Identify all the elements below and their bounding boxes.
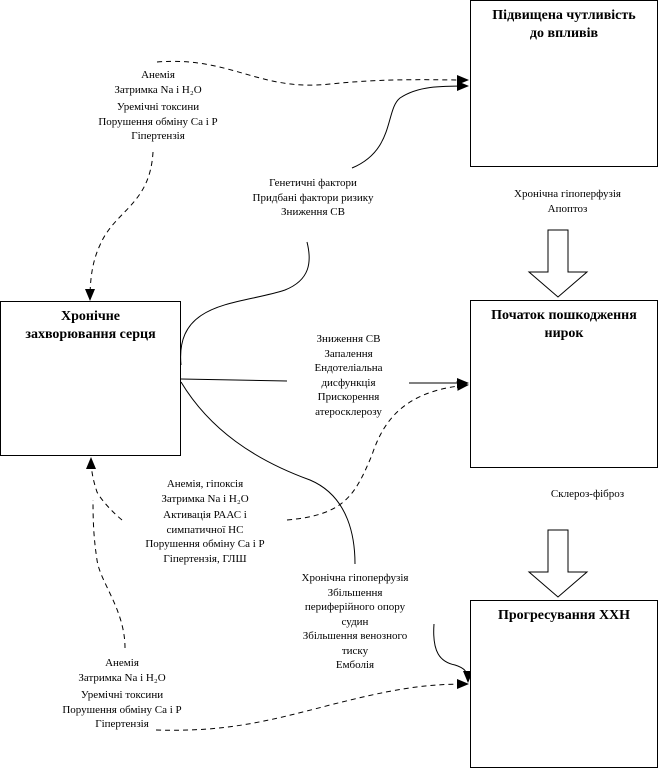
label-top-left-line-4: Порушення обміну Ca і P: [98, 115, 218, 128]
connector-solid-heart-to-chronic: [180, 381, 356, 565]
box-kidney-title-line-1: Початок пошкодження: [491, 308, 637, 323]
box-ckd: Прогресування ХХН: [470, 600, 658, 768]
connector-solid-heart-to-genetic: [180, 241, 310, 366]
label-chronic-bottom-line-3: периферійного опору: [304, 601, 406, 613]
box-ckd-title-line-1: Прогресування ХХН: [497, 608, 631, 623]
label-anemia-mid-line-5: Порушення обміну Ca і P: [145, 538, 265, 550]
label-middle-line-1: Зниження СВ: [316, 333, 381, 345]
label-chronic-bottom-line-7: Емболія: [335, 659, 375, 671]
label-chronic-bottom-line-6: тиску: [341, 644, 369, 657]
connector-solid-genetic-to-sensitivity: [351, 81, 469, 169]
box-sensitivity-title: Підвищена чутливість до впливів: [471, 1, 657, 43]
label-sclerosis-line-1: Склероз-фіброз: [550, 488, 625, 500]
label-anemia-mid: Анемія, гіпоксія Затримка Na і H₂O Актив…: [124, 477, 286, 566]
label-anemia-mid-line-3: Активація РААС і: [163, 509, 247, 521]
label-middle-line-5: Прискорення: [317, 391, 380, 403]
label-middle-line-3: Ендотеліальна: [314, 362, 383, 374]
box-sensitivity: Підвищена чутливість до впливів: [470, 0, 658, 167]
label-chronic-bottom: Хронічна гіпоперфузія Збільшення перифер…: [280, 571, 430, 673]
box-kidney-title-line-2: нирок: [544, 326, 584, 341]
label-anemia-mid-line-6: Гіпертензія, ГЛШ: [163, 552, 247, 565]
label-chronic-bottom-line-2: Збільшення: [327, 586, 383, 599]
label-middle-line-4: дисфункція: [321, 376, 376, 389]
label-genetic-line-3: Зниження СВ: [281, 206, 345, 218]
label-top-left: Анемія Затримка Na і H₂O Уремічні токсин…: [78, 68, 238, 144]
connector-solid-heart-to-middle: [180, 378, 288, 382]
label-bottom-left-line-2: Затримка Na і H₂O: [78, 671, 166, 684]
label-genetic-line-2: Придбані фактори ризику: [252, 191, 374, 204]
label-anemia-mid-line-4: симпатичної НС: [166, 523, 244, 536]
label-bottom-left-line-5: Гіпертензія: [95, 718, 149, 730]
label-middle-line-6: атеросклерозу: [315, 405, 382, 418]
block-arrow-kidney-to-ckd: [527, 529, 589, 598]
label-hypoperfusion-top-line-2: Апоптоз: [547, 202, 588, 215]
box-kidney-title: Початок пошкодження нирок: [471, 301, 657, 343]
connector-dashed-mid-to-heart: [86, 457, 123, 521]
box-heart: Хронічне захворювання серця: [0, 301, 181, 456]
label-genetic: Генетичні фактори Придбані фактори ризик…: [228, 176, 398, 220]
label-anemia-mid-line-2: Затримка Na і H₂O: [161, 492, 249, 505]
label-top-left-line-3: Уремічні токсини: [116, 101, 200, 113]
label-hypoperfusion-top: Хронічна гіпоперфузія Апоптоз: [500, 187, 635, 216]
connector-dashed-bottom-to-heart: [92, 499, 126, 649]
label-top-left-line-2: Затримка Na і H₂O: [114, 83, 202, 96]
label-chronic-bottom-line-4: судин: [341, 615, 369, 628]
label-hypoperfusion-top-line-1: Хронічна гіпоперфузія: [514, 188, 621, 200]
label-genetic-line-1: Генетичні фактори: [269, 177, 357, 189]
label-bottom-left-line-1: Анемія: [105, 657, 139, 669]
box-sensitivity-title-line-2: до впливів: [529, 26, 599, 41]
label-sclerosis: Склероз-фіброз: [535, 487, 640, 502]
box-heart-title-line-2: захворювання серця: [25, 327, 156, 342]
label-bottom-left: Анемія Затримка Na і H₂O Уремічні токсин…: [42, 656, 202, 732]
label-bottom-left-line-3: Уремічні токсини: [80, 689, 164, 701]
connector-dashed-top-to-heart: [85, 151, 154, 301]
connector-solid-chronic-to-ckd: [433, 623, 473, 683]
label-top-left-line-5: Гіпертензія: [131, 130, 185, 142]
connector-dashed-bottom-to-ckd: [155, 679, 469, 731]
label-top-left-line-1: Анемія: [141, 69, 175, 81]
block-arrow-sensitivity-to-kidney: [527, 229, 589, 298]
label-chronic-bottom-line-1: Хронічна гіпоперфузія: [301, 572, 409, 584]
label-chronic-bottom-line-5: Збільшення венозного: [302, 630, 408, 642]
box-heart-title-line-1: Хронічне: [60, 309, 121, 324]
label-middle: Зниження СВ Запалення Ендотеліальна дисф…: [290, 332, 407, 419]
box-heart-title: Хронічне захворювання серця: [1, 302, 180, 344]
box-sensitivity-title-line-1: Підвищена чутливість: [492, 8, 636, 23]
connector-dashed-top-to-sensitivity: [156, 60, 469, 86]
box-kidney: Початок пошкодження нирок: [470, 300, 658, 468]
label-bottom-left-line-4: Порушення обміну Ca і P: [62, 703, 182, 716]
label-middle-line-2: Запалення: [324, 347, 373, 360]
box-ckd-title: Прогресування ХХН: [471, 601, 657, 625]
label-anemia-mid-line-1: Анемія, гіпоксія: [166, 478, 244, 490]
